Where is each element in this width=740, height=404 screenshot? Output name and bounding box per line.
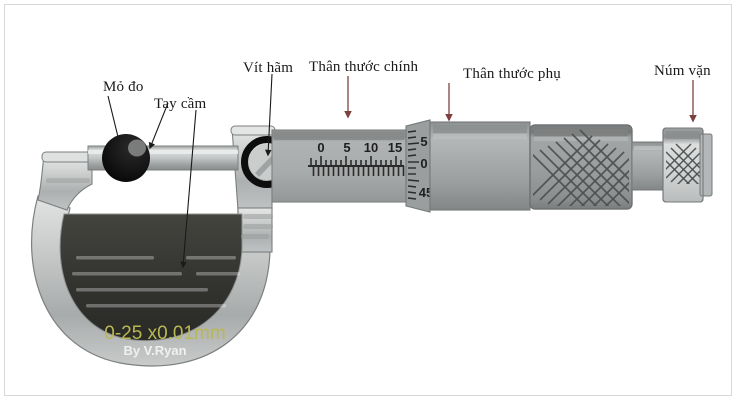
ratchet-knurl (666, 143, 700, 184)
frame-left-arm (37, 156, 93, 211)
ratchet-stem-group (631, 141, 665, 191)
leader-tay-cam (180, 109, 197, 269)
ratchet-knob-cap (699, 133, 713, 197)
label-than-thuoc-chinh: Thân thước chính (309, 59, 419, 75)
ratchet-knob-top-shade (666, 131, 700, 139)
barrel-highlight (433, 134, 527, 139)
barrel-group (429, 121, 531, 211)
spindle-highlight (88, 150, 238, 154)
frame-right-block-top (230, 125, 276, 136)
frame-left-ridges (46, 178, 90, 183)
label-than-thuoc-phu: Thân thước phụ (463, 66, 562, 82)
ratchet-knob-group (662, 127, 713, 203)
frame-shoulder-ridges (241, 214, 273, 239)
frame-engraving-range: 0-25 x0.01mm (104, 323, 225, 344)
main-scale-sleeve-group: 0 5 10 15 (271, 129, 407, 203)
frame-engraving-author: By V.Ryan (123, 343, 186, 358)
leader-vit-ham (264, 73, 273, 157)
thimble-scale-number-0: 0 (420, 156, 427, 171)
sleeve-top-shade (274, 132, 404, 140)
main-scale-number-10: 10 (364, 140, 378, 155)
label-mo-do: Mỏ đo (103, 79, 144, 95)
thimble-group (529, 124, 633, 210)
frame-inner-dark (59, 213, 243, 342)
ratchet-knob-outline (662, 127, 704, 203)
thimble-scale-ticks (407, 130, 420, 200)
thimble-scale-group: 5 0 45 (405, 119, 433, 213)
thimble-scale-number-5: 5 (420, 134, 427, 149)
frame-highlight-lines (72, 256, 240, 308)
anvil-ball-highlight (128, 139, 146, 157)
leader-mo-do-right (148, 102, 169, 150)
label-vit-ham: Vít hãm (243, 60, 294, 76)
main-scale-upper-ticks (310, 156, 402, 166)
label-tay-cam: Tay cầm (154, 96, 207, 112)
thimble-highlight (534, 137, 628, 141)
micrometer-frame (31, 125, 276, 367)
ratchet-stem-highlight (634, 146, 662, 150)
main-scale-number-5: 5 (343, 140, 350, 155)
thimble-top-shade (534, 129, 628, 136)
label-num-van: Núm vặn (654, 63, 711, 79)
frame-left-arm-top (41, 151, 95, 163)
annotation-leaders (107, 73, 697, 269)
leader-mo-do-left (107, 95, 121, 143)
main-scale-lower-ticks (312, 166, 405, 176)
main-scale-number-0: 0 (317, 140, 324, 155)
anvil-ball-group (102, 134, 150, 182)
barrel-top-shade (433, 125, 527, 133)
thimble-knurl (533, 129, 629, 206)
anvil-ball (102, 134, 150, 182)
main-scale-number-15: 15 (388, 140, 402, 155)
